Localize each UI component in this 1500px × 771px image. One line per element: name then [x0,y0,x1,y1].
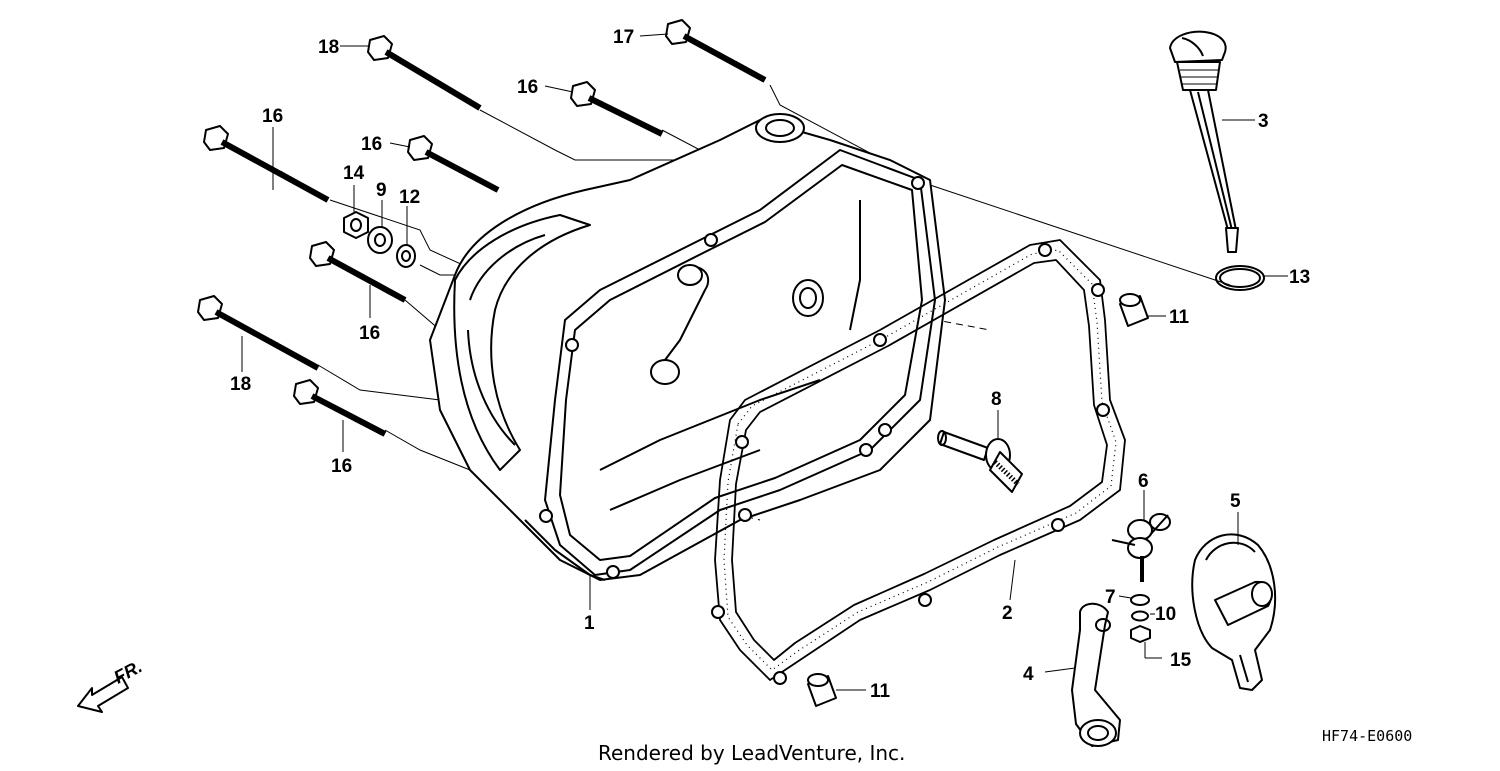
bolt-18-lower [197,295,320,371]
adjuster-part-6 [1111,513,1171,582]
crankcase-cover-part-1 [429,113,946,581]
dipstick-part-3 [1169,30,1239,253]
bolt-18-upper [367,35,482,111]
callout-15: 15 [1170,650,1192,671]
bolt-16-bottom [293,379,387,437]
washer-part-9 [367,226,393,254]
callout-16-upper-left: 16 [262,106,283,127]
shaft-part-8 [937,430,1023,493]
callout-9: 9 [376,180,387,201]
callout-13: 13 [1289,267,1310,288]
callout-3: 3 [1258,111,1269,132]
callout-16-middle: 16 [361,134,382,155]
callout-16-top: 16 [517,77,538,98]
callout-17: 17 [613,27,634,48]
housing-cover-part-5 [1191,533,1277,691]
callout-7: 7 [1105,587,1116,608]
nut-part-15 [1130,625,1151,643]
bolt-16-lower-left [309,241,407,303]
callout-6: 6 [1138,471,1149,492]
callout-14: 14 [343,163,365,184]
callout-1: 1 [584,613,595,634]
lever-part-4 [1071,602,1121,747]
dowel-part-11-upper [1119,293,1149,327]
callout-2: 2 [1002,603,1013,624]
callout-11-upper: 11 [1169,307,1190,328]
leader-lines [241,33,1288,691]
washer-part-12 [396,244,416,268]
callout-12: 12 [399,187,420,208]
callout-18-lower: 18 [230,374,251,395]
bolt-16-middle [407,135,500,193]
callout-10: 10 [1155,604,1176,625]
callouts: 18 17 16 16 16 14 9 12 16 18 16 3 13 11 … [230,27,1310,702]
o-ring-part-13 [1215,265,1265,291]
callout-11-lower: 11 [870,681,891,702]
washer-part-7 [1130,594,1150,606]
dowel-part-11-lower [807,673,837,707]
callout-18-upper: 18 [318,37,339,58]
diagram-code: HF74-E0600 [1322,727,1412,745]
callout-8: 8 [991,389,1002,410]
render-credit: Rendered by LeadVenture, Inc. [598,741,905,765]
callout-16-lower-left: 16 [359,323,380,344]
bolt-16-top [570,81,664,137]
bolt-16-upper-left [203,125,330,203]
front-direction-arrow: FR. [77,656,145,713]
bolt-17 [665,19,767,83]
washer-part-10 [1131,610,1149,622]
callout-4: 4 [1023,664,1034,685]
callout-16-bottom: 16 [331,456,352,477]
callout-5: 5 [1230,491,1241,512]
gasket-part-2 [711,239,1126,685]
nut-part-14 [343,211,369,239]
